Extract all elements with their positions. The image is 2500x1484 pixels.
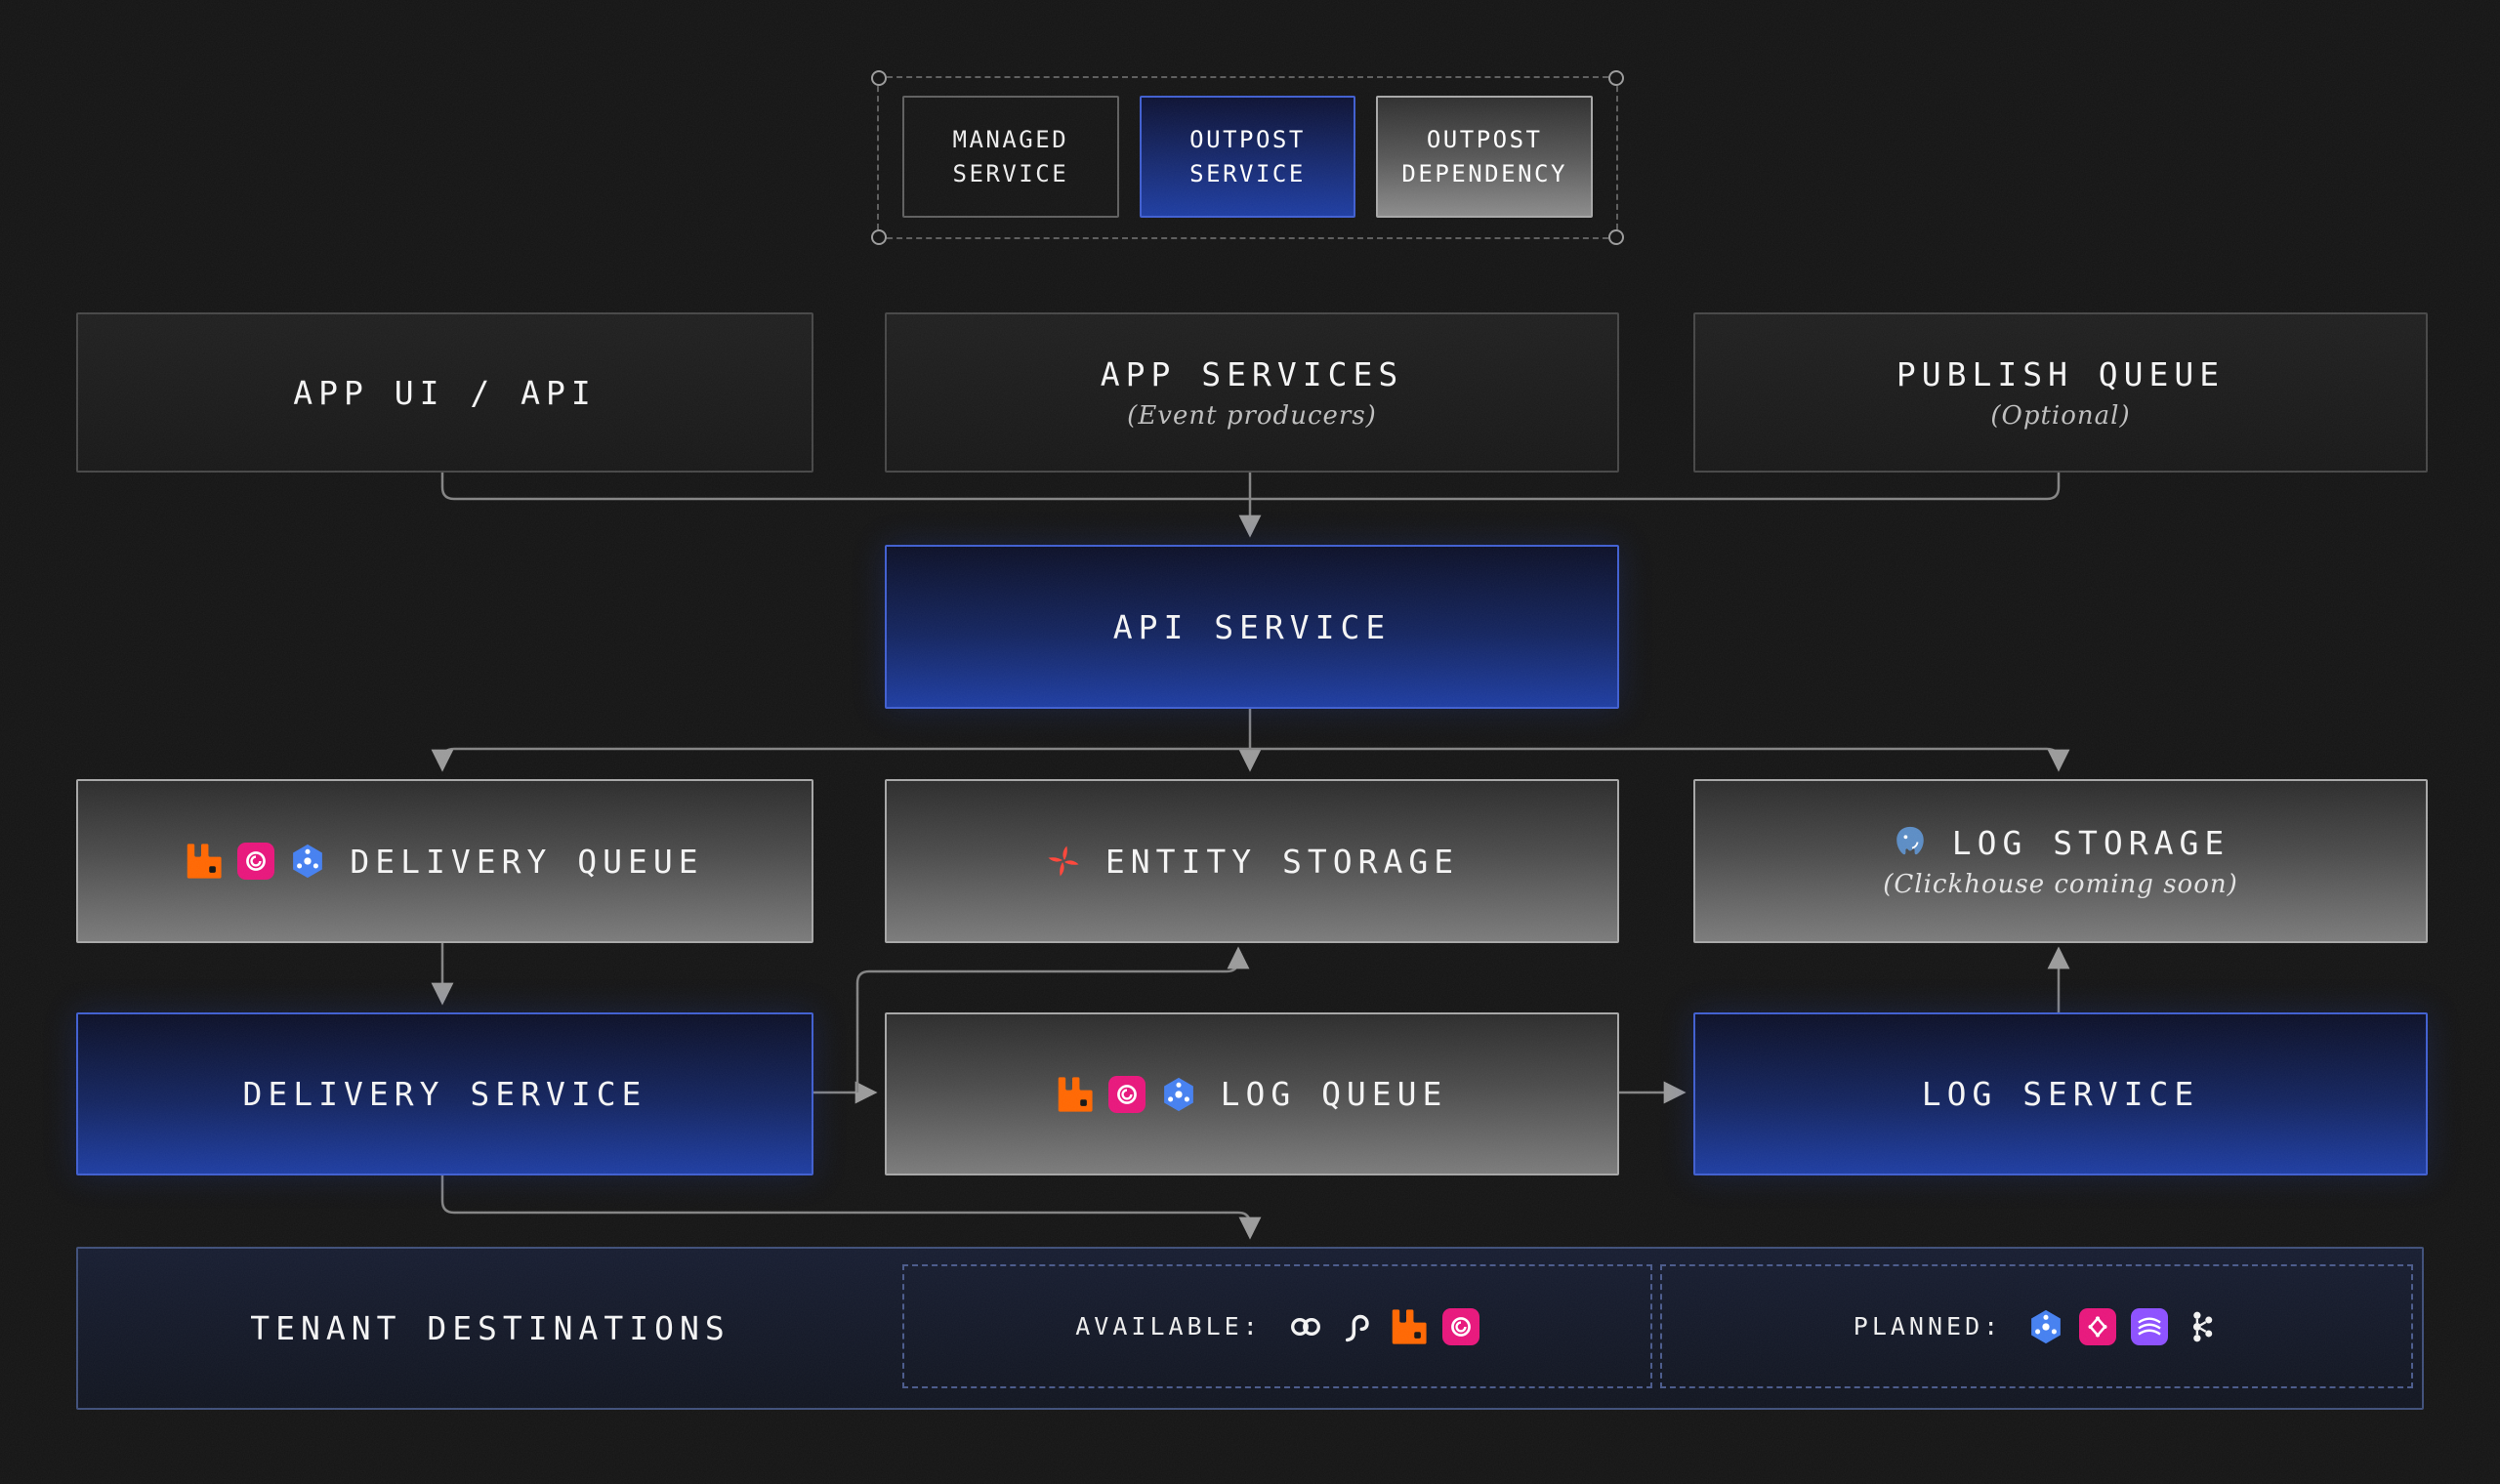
edge-publishqueue-to-api xyxy=(1250,469,2061,501)
legend-item-outpost-service: OUTPOST SERVICE xyxy=(1139,96,1356,218)
redis-icon xyxy=(1045,843,1082,880)
aws-sqs-icon xyxy=(237,843,275,880)
tenant-destinations-title-area: TENANT DESTINATIONS xyxy=(78,1249,902,1408)
webhook-icon xyxy=(1287,1308,1324,1345)
postgresql-icon xyxy=(1892,824,1929,861)
planned-label: PLANNED: xyxy=(1853,1312,2003,1340)
aws-sqs-icon xyxy=(1441,1307,1479,1345)
kinesis-icon xyxy=(2131,1307,2169,1345)
legend-label: MANAGED SERVICE xyxy=(952,125,1069,187)
planned-icons xyxy=(2027,1307,2220,1345)
node-delivery-queue: DELIVERY QUEUE xyxy=(76,779,813,943)
aws-sqs-icon xyxy=(1107,1075,1146,1113)
node-title: APP SERVICES xyxy=(1100,354,1404,393)
edge-appui-to-api xyxy=(440,469,1250,501)
node-log-service: LOG SERVICE xyxy=(1693,1012,2428,1175)
node-title: PUBLISH QUEUE xyxy=(1896,354,2226,393)
gcp-pubsub-icon xyxy=(289,843,326,880)
log-queue-icons xyxy=(1057,1075,1197,1113)
edge-deliveryservice-to-tenants xyxy=(440,1172,1262,1240)
rabbitmq-icon xyxy=(186,843,223,880)
node-title: LOG SERVICE xyxy=(1921,1075,2200,1113)
edge-api-to-deliveryqueue xyxy=(431,747,1250,772)
node-app-services: APP SERVICES (Event producers) xyxy=(885,312,1619,473)
node-title: LOG QUEUE xyxy=(1220,1075,1448,1113)
hookdeck-icon xyxy=(1339,1308,1376,1345)
node-subtitle: (Clickhouse coming soon) xyxy=(1883,869,2238,899)
legend: MANAGED SERVICE OUTPOST SERVICE OUTPOST … xyxy=(871,70,1624,245)
node-delivery-service: DELIVERY SERVICE xyxy=(76,1012,813,1175)
node-publish-queue: PUBLISH QUEUE (Optional) xyxy=(1693,312,2428,473)
node-title: LOG STORAGE xyxy=(1951,823,2230,862)
legend-item-managed-service: MANAGED SERVICE xyxy=(902,96,1119,218)
log-storage-icons xyxy=(1892,824,1929,861)
available-label: AVAILABLE: xyxy=(1075,1312,1262,1340)
gcp-pubsub-icon xyxy=(2027,1308,2064,1345)
node-tenant-destinations: TENANT DESTINATIONS AVAILABLE: PLANNED: xyxy=(76,1247,2424,1410)
legend-item-outpost-dependency: OUTPOST DEPENDENCY xyxy=(1376,96,1594,218)
legend-corner-dot xyxy=(1608,70,1624,86)
destinations-available-group: AVAILABLE: xyxy=(902,1264,1652,1388)
node-entity-storage: ENTITY STORAGE xyxy=(885,779,1619,943)
destinations-planned-group: PLANNED: xyxy=(1660,1264,2413,1388)
node-title: DELIVERY SERVICE xyxy=(242,1075,647,1113)
rabbitmq-icon xyxy=(1057,1076,1094,1113)
node-title: API SERVICE xyxy=(1112,607,1392,646)
legend-corner-dot xyxy=(1608,229,1624,245)
node-title: DELIVERY QUEUE xyxy=(350,842,704,881)
edge-api-to-logstorage xyxy=(1250,747,2070,772)
delivery-queue-icons xyxy=(186,843,326,880)
node-log-storage: LOG STORAGE (Clickhouse coming soon) xyxy=(1693,779,2428,943)
node-app-ui-api: APP UI / API xyxy=(76,312,813,473)
node-log-queue: LOG QUEUE xyxy=(885,1012,1619,1175)
node-subtitle: (Event producers) xyxy=(1127,400,1377,431)
gcp-pubsub-icon xyxy=(1160,1076,1197,1113)
legend-label: OUTPOST DEPENDENCY xyxy=(1401,125,1567,187)
kafka-icon xyxy=(2183,1308,2220,1345)
node-title: ENTITY STORAGE xyxy=(1104,842,1460,881)
rabbitmq-icon xyxy=(1391,1308,1428,1345)
node-subtitle: (Optional) xyxy=(1990,400,2131,431)
legend-label: OUTPOST SERVICE xyxy=(1189,125,1306,187)
entity-storage-icons xyxy=(1045,843,1082,880)
node-title: TENANT DESTINATIONS xyxy=(250,1309,730,1347)
eventbridge-icon xyxy=(2079,1307,2117,1345)
node-api-service: API SERVICE xyxy=(885,545,1619,709)
available-icons xyxy=(1287,1307,1479,1345)
legend-corner-dot xyxy=(871,70,887,86)
legend-corner-dot xyxy=(871,229,887,245)
node-title: APP UI / API xyxy=(293,373,597,412)
